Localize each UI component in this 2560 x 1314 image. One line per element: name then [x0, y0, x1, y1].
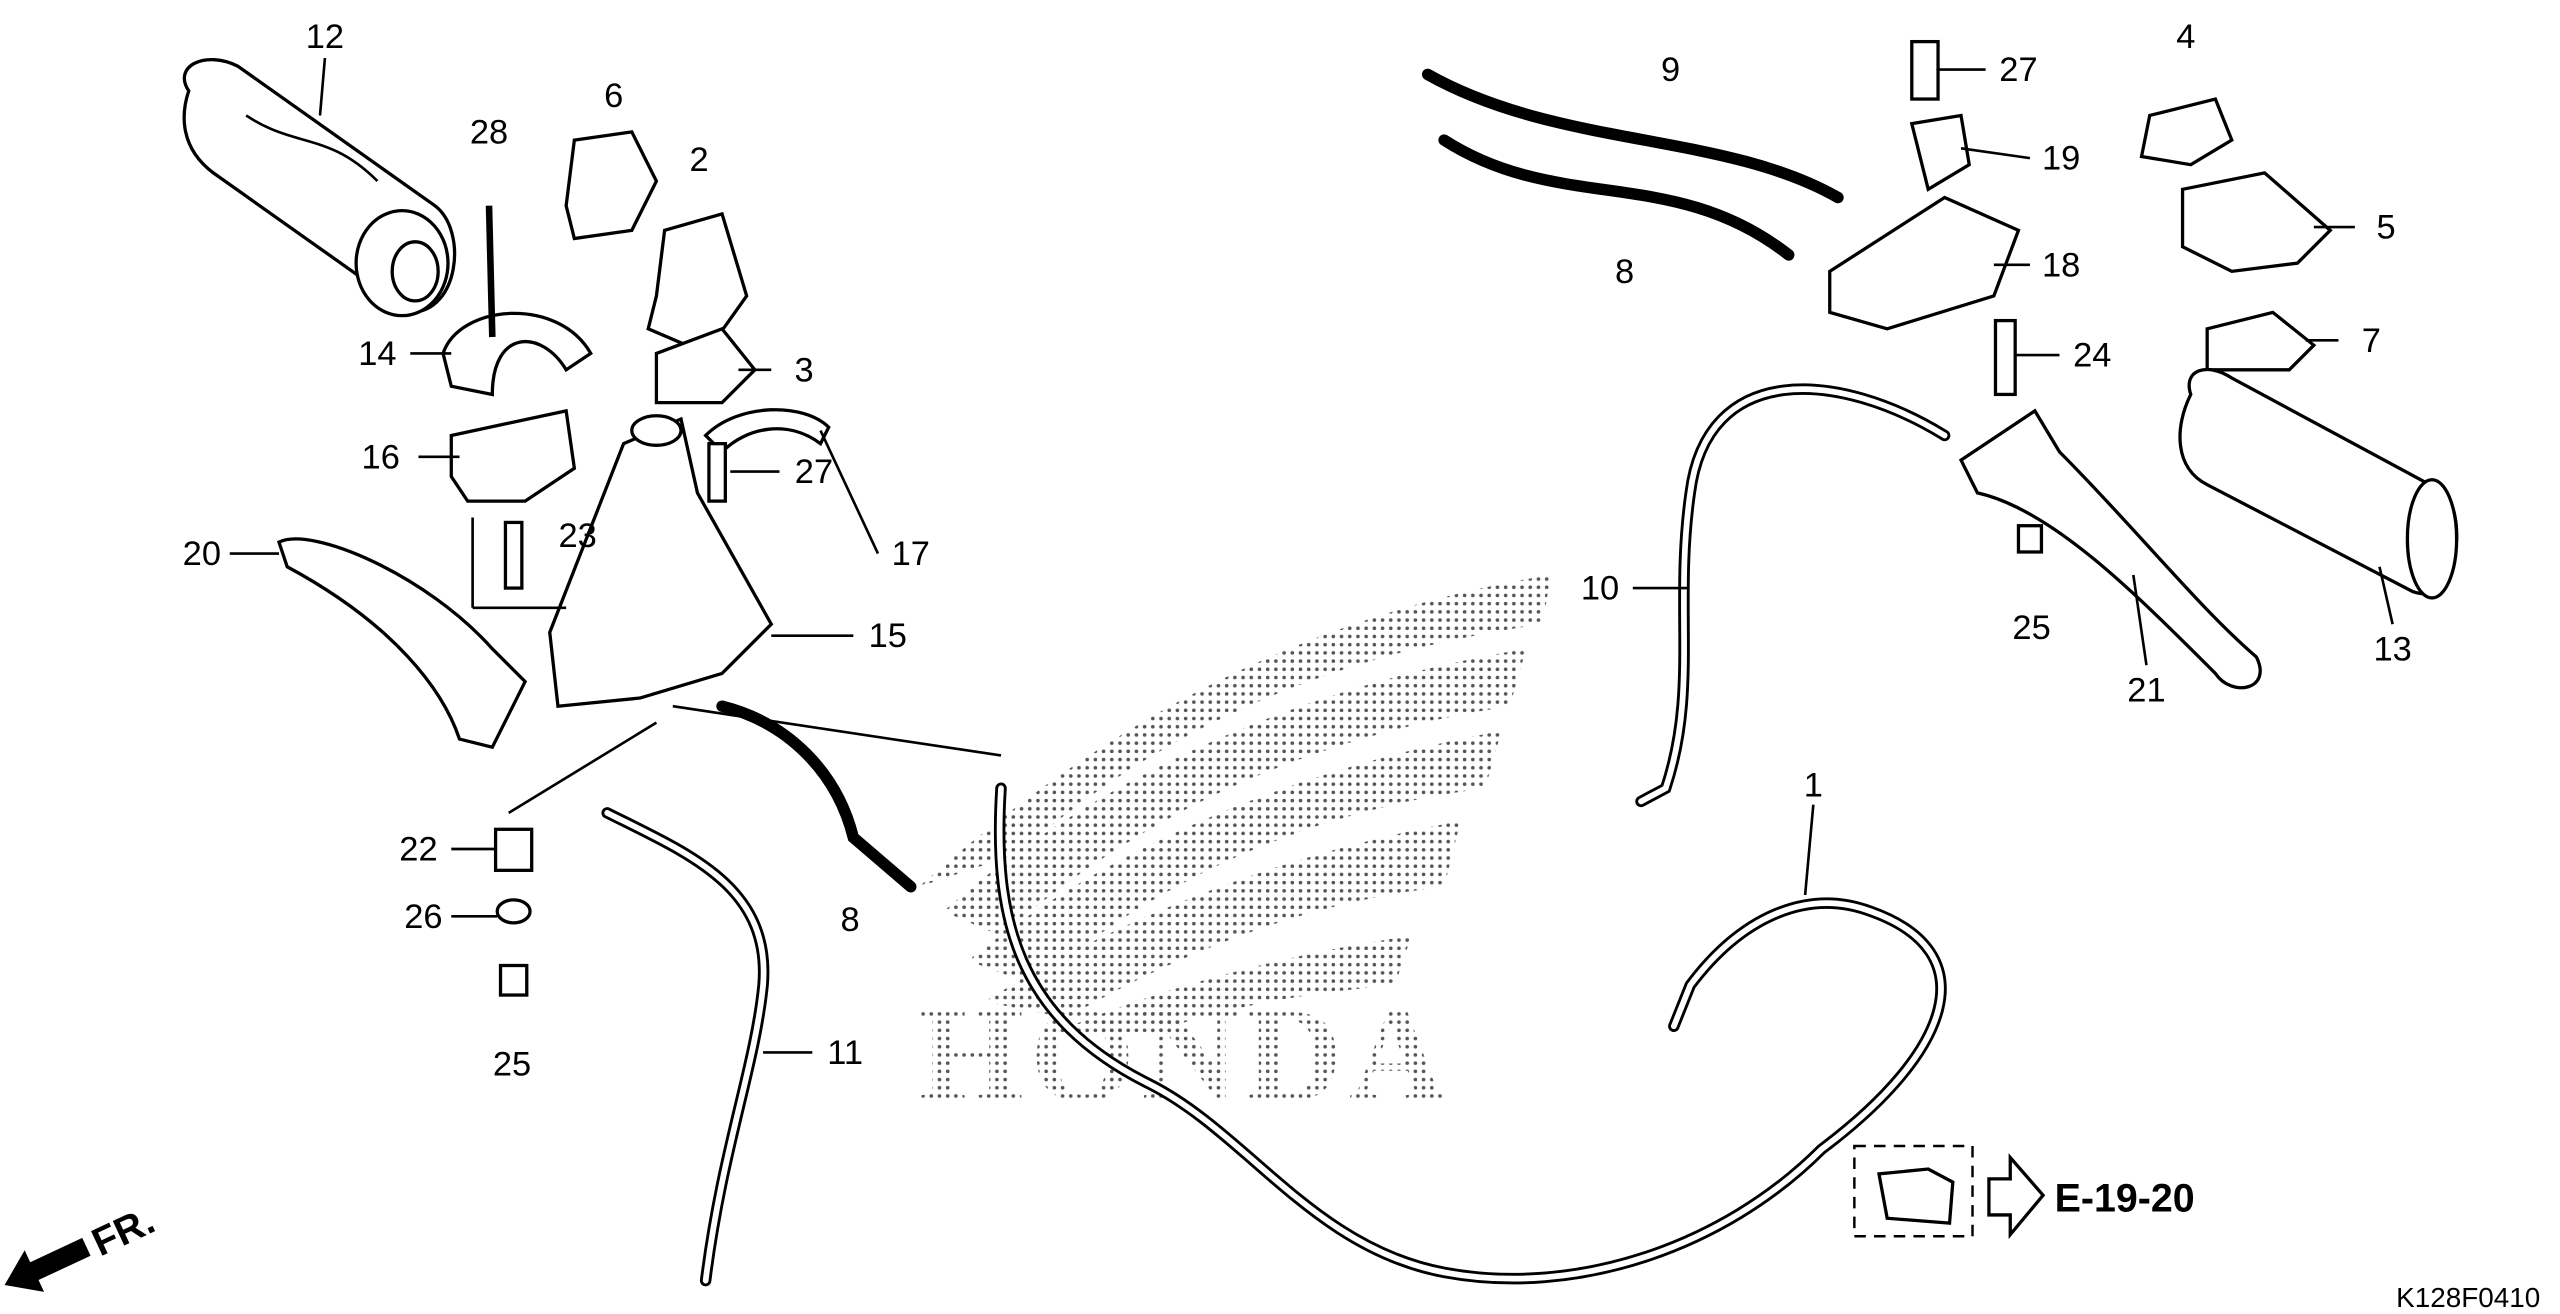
leader-line [508, 721, 658, 815]
callout-27: 27 [795, 453, 833, 491]
callout-7: 7 [2362, 322, 2381, 360]
callout-5: 5 [2376, 209, 2395, 247]
part-24-bolt [1993, 318, 2017, 397]
callout-16: 16 [362, 438, 400, 476]
callout-8-right: 8 [1615, 253, 1634, 291]
callout-27-right: 27 [1999, 51, 2037, 89]
callout-11: 11 [827, 1034, 863, 1072]
callout-6: 6 [604, 77, 623, 115]
callout-9: 9 [1661, 51, 1680, 89]
honda-wing-logo: HONDA [918, 574, 1551, 1130]
part-4-switch [2139, 97, 2234, 167]
part-5-switch [2180, 171, 2333, 274]
callout-8: 8 [840, 901, 859, 939]
front-direction-indicator: FR. [4, 1198, 161, 1292]
left-lever [276, 537, 528, 750]
callout-leaders [229, 57, 2394, 1054]
cables [601, 68, 1951, 1287]
part-18-master-cylinder [1828, 195, 2021, 331]
part-26-washer [495, 898, 532, 925]
part-28-screw [485, 205, 496, 338]
part-23-bolt [503, 520, 524, 590]
part-25-nut [498, 963, 529, 997]
callout-10: 10 [1581, 570, 1619, 608]
callout-19: 19 [2042, 140, 2080, 178]
part-14-holder-cover [441, 311, 593, 397]
callout-23: 23 [558, 517, 596, 555]
callout-17: 17 [892, 535, 930, 573]
part-19-clamp [1909, 113, 1972, 192]
arrow-front-icon [4, 1237, 91, 1292]
part-6-switch [564, 130, 659, 241]
part-27-bolt-right [1910, 39, 1940, 101]
reference-label: E-19-20 [2055, 1177, 2195, 1221]
callout-3: 3 [795, 351, 814, 389]
callout-25-right: 25 [2012, 609, 2050, 647]
part-7-switch [2205, 310, 2317, 372]
callout-12: 12 [306, 18, 344, 56]
part-15-lever-holder [548, 416, 774, 709]
callout-20: 20 [183, 535, 221, 573]
part-27-bolt [707, 442, 727, 503]
right-grip [2178, 367, 2459, 600]
cable-clip-icon [1877, 1167, 1955, 1225]
front-label: FR. [85, 1198, 161, 1265]
callout-13: 13 [2373, 630, 2411, 668]
callouts: 12 28 6 2 14 3 16 27 23 17 20 15 22 26 8… [183, 18, 2412, 1083]
part-3-switch [654, 326, 758, 405]
callout-1: 1 [1804, 766, 1823, 804]
callout-2: 2 [689, 141, 708, 179]
diagram-code: K128F0410 [2396, 1282, 2540, 1313]
callout-21: 21 [2127, 671, 2165, 709]
leader-line [672, 704, 1002, 757]
callout-28: 28 [470, 113, 508, 151]
callout-25: 25 [493, 1045, 531, 1083]
holder-boss [630, 414, 683, 447]
callout-14: 14 [358, 335, 396, 373]
callout-18: 18 [2042, 246, 2080, 284]
part-17-bracket [703, 408, 831, 455]
callout-4: 4 [2176, 18, 2195, 56]
arrow-right-icon [1987, 1153, 2046, 1240]
callout-22: 22 [399, 830, 437, 868]
callout-24: 24 [2073, 337, 2111, 375]
part-22-spring [493, 827, 534, 872]
part-16-clamp [449, 408, 577, 503]
part-2-switch [646, 211, 749, 356]
right-lever [1958, 408, 2262, 690]
part-25-nut-right [2016, 524, 2044, 554]
reference-dashed-box [1853, 1144, 1974, 1238]
left-grip [182, 57, 457, 318]
callout-26: 26 [404, 898, 442, 936]
callout-15: 15 [869, 617, 907, 655]
reference-link[interactable]: E-19-20 [1853, 1144, 2195, 1240]
